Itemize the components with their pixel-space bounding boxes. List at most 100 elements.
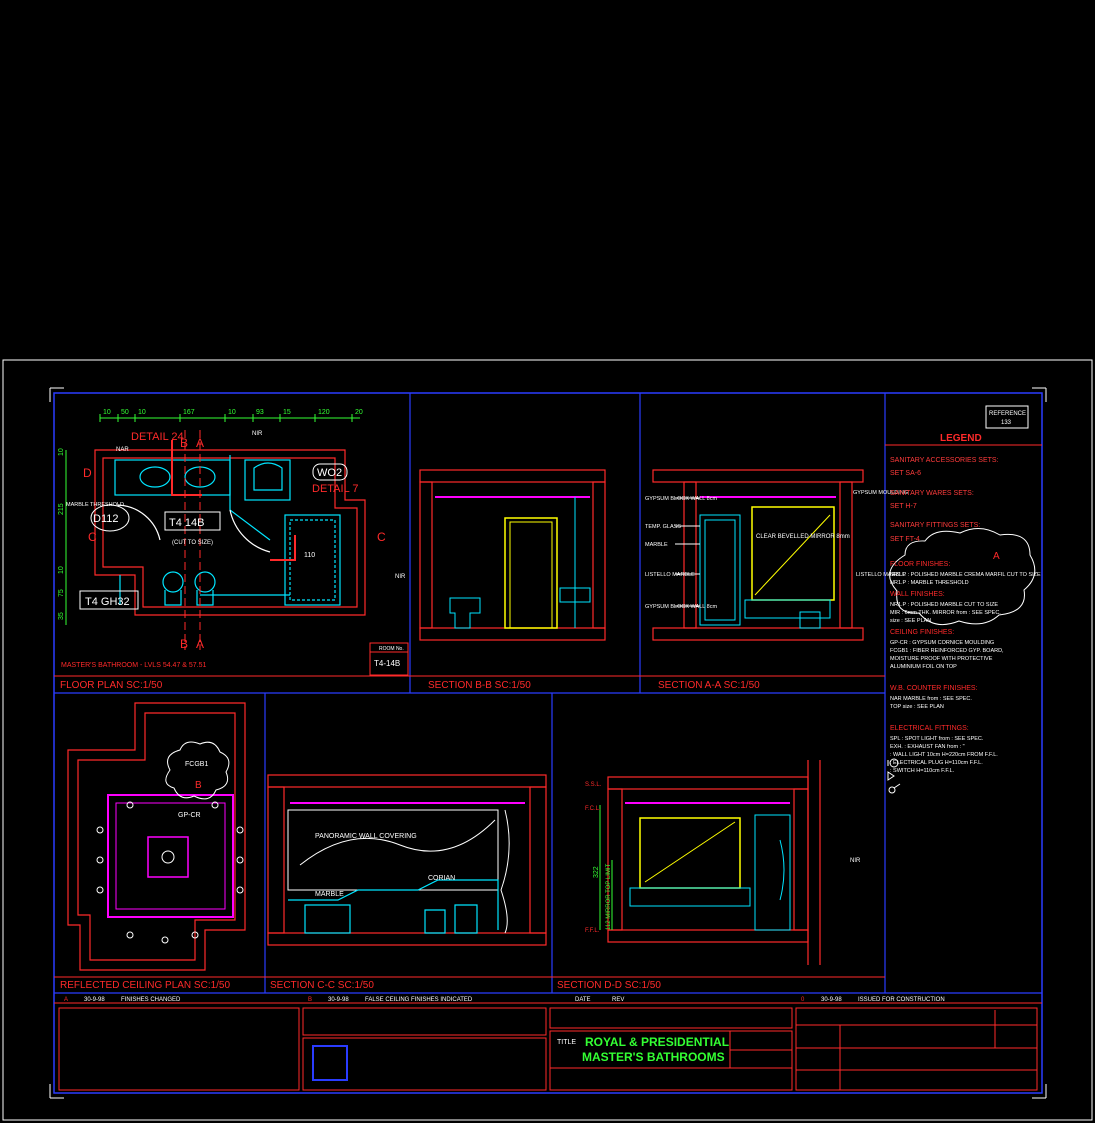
dim-left-value: 75 <box>58 589 65 597</box>
legend-set-line: SET FT-4 <box>890 536 920 543</box>
legend-counter-item: TOP size : SEE PLAN <box>890 704 944 710</box>
dim-top-value: 50 <box>121 409 129 416</box>
section-c-right: C <box>377 530 386 544</box>
label-mirror: CLEAR BEVELLED MIRROR 8mm <box>756 534 850 540</box>
dim-top-value: 10 <box>228 409 236 416</box>
spot-light-icon <box>161 936 169 944</box>
rcp-title: REFLECTED CEILING PLAN SC:1/50 <box>60 980 230 991</box>
floor-plan-title: FLOOR PLAN SC:1/50 <box>60 680 163 691</box>
label-panoramic: PANORAMIC WALL COVERING <box>315 833 417 840</box>
legend-set-line: SET H-7 <box>890 503 917 510</box>
plan-fixtures <box>114 455 341 606</box>
section-cc-title: SECTION C-C SC:1/50 <box>270 980 374 991</box>
legend-wall-item: NR1.P : POLISHED MARBLE CUT TO SIZE <box>890 602 998 608</box>
revision-cloud-b <box>165 741 230 800</box>
spot-light-icon <box>96 826 104 834</box>
reference-box <box>985 405 1029 429</box>
label-ffl: F.F.L. <box>585 928 600 934</box>
section-b-top: B <box>180 436 188 450</box>
dim-top-value: 10 <box>138 409 146 416</box>
tag-t4-14b-box <box>164 511 221 531</box>
legend-floor-heading: FLOOR FINISHES: <box>890 561 950 568</box>
section-a-bottom: A <box>196 637 204 651</box>
marble-threshold-label: MARBLE THRESHOLD <box>66 502 124 508</box>
title-label: TITLE <box>557 1039 576 1046</box>
section-b-bottom: B <box>180 637 188 651</box>
reference-number: 133 <box>1001 420 1012 426</box>
dim-top-value: 20 <box>355 409 363 416</box>
vdim-note: 112 MIRROR TOP LIMIT <box>606 863 612 930</box>
legend-electrical-item: SPL : SPOT LIGHT from : SEE SPEC. <box>890 736 984 742</box>
revision-date: 30-9-98 <box>328 997 349 1003</box>
legend-floor-item: NR1.P : MARBLE THRESHOLD <box>890 580 969 586</box>
nir-dd: NIR <box>850 858 861 864</box>
cloud-b-label: B <box>195 780 202 791</box>
mirror <box>751 506 835 601</box>
section-cc: PANORAMIC WALL COVERING CORIAN MARBLE SE… <box>267 774 547 991</box>
legend-floor-item: NR1.P : POLISHED MARBLE CREMA MARFIL CUT… <box>890 572 1041 578</box>
legend-ceiling-item: GP-CR : GYPSUM CORNICE MOULDING <box>890 640 994 646</box>
legend-ceiling-item: MOISTURE PROOF WITH PROTECTIVE <box>890 656 993 662</box>
revision-cloud-a <box>889 528 1036 626</box>
dim-left-value: 215 <box>58 503 65 515</box>
label-aa-left: GYPSUM BLOCK WALL 8cm <box>645 496 717 502</box>
dim-top-value: 120 <box>318 409 330 416</box>
dim-left-value: 10 <box>58 566 65 574</box>
title-line-2: MASTER'S BATHROOMS <box>582 1050 725 1064</box>
label-corian: CORIAN <box>428 875 455 882</box>
nar-label: NAR <box>116 447 129 453</box>
tag-t4-gh32-box <box>79 590 139 610</box>
revision-letter: 0 <box>801 997 805 1003</box>
section-c-left: C <box>88 530 97 544</box>
legend-set-line: SANITARY WARES SETS: <box>890 490 974 497</box>
crop-marks <box>49 387 1047 1099</box>
legend-wall-heading: WALL FINISHES: <box>890 591 945 598</box>
sheet-outer-border <box>2 359 1093 1121</box>
legend-counter-item: NAR MARBLE from : SEE SPEC. <box>890 696 972 702</box>
label-marble: MARBLE <box>315 891 344 898</box>
legend-ceiling-item: ALUMINIUM FOIL ON TOP <box>890 664 957 670</box>
spot-light-icon <box>96 856 104 864</box>
drawing-frame <box>53 392 1043 1094</box>
tag-gpcr: GP-CR <box>178 812 201 819</box>
spot-light-icon <box>236 886 244 894</box>
spot-light-icon <box>236 826 244 834</box>
tag-wo2-box <box>312 463 348 481</box>
legend-electrical-item: : SWITCH H=110cm F.F.L. <box>890 768 955 774</box>
room-no-box <box>369 642 409 676</box>
tag-t4-14b-sub: (CUT TO SIZE) <box>172 540 213 546</box>
nir-label-1: NIR <box>252 431 263 437</box>
panel-grid <box>54 393 1042 994</box>
label-aa-left: MARBLE <box>645 542 668 548</box>
legend-electrical-item: : ELECTRICAL PLUG H=110cm F.F.L. <box>890 760 983 766</box>
revision-date: DATE <box>575 997 591 1003</box>
revision-letter: A <box>64 997 68 1003</box>
reflected-ceiling-plan: FCGB1 B GP-CR REFLECTED CEILING PLAN SC:… <box>60 702 246 991</box>
logo-box <box>312 1045 348 1081</box>
label-gypsum-moulding: GYPSUM MOULDING <box>853 490 908 496</box>
tag-d112-box <box>90 504 130 532</box>
revision-date: 30-9-98 <box>84 997 105 1003</box>
cloud-a-label: A <box>993 551 1000 562</box>
tag-d112: D112 <box>93 513 118 525</box>
label-listello-right: LISTELLO MARBLE <box>856 572 906 578</box>
tag-t4-gh32: T4 GH32 <box>85 596 130 608</box>
section-a-top: A <box>196 436 204 450</box>
revision-date: 30-9-98 <box>821 997 842 1003</box>
label-ssl: S.S.L. <box>585 782 602 788</box>
legend-set-line: SANITARY ACCESSORIES SETS: <box>890 457 999 464</box>
floor-plan-caption: MASTER'S BATHROOM - LVLS 54.47 & 57.51 <box>61 662 207 669</box>
title-line-1: ROYAL & PRESIDENTIAL <box>585 1035 729 1049</box>
section-markers <box>171 430 296 650</box>
legend-set-line: SET SA-6 <box>890 470 921 477</box>
label-aa-left: LISTELLO MARBLE <box>645 572 695 578</box>
spot-light-icon <box>126 931 134 939</box>
reference-label: REFERENCE <box>989 411 1026 417</box>
legend-panel: REFERENCE 133 LEGEND SANITARY ACCESSORIE… <box>885 405 1042 794</box>
legend-wall-item: MIR : 6mm THK. MIRROR from : SEE SPEC. <box>890 610 1001 616</box>
spot-light-icon <box>126 801 134 809</box>
legend-counter-heading: W.B. COUNTER FINISHES: <box>890 685 978 692</box>
legend-electrical-item: : WALL LIGHT 10cm H=220cm FROM F.F.L. <box>890 752 998 758</box>
